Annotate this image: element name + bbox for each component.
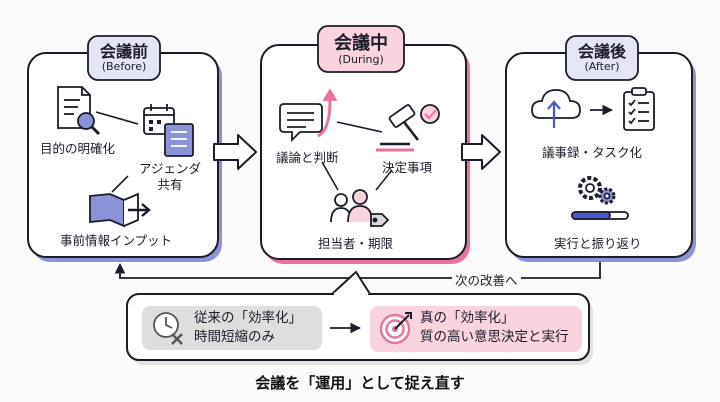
- item-decisions: 決定事項: [382, 160, 433, 175]
- item-pre-input: 事前情報インプット: [60, 233, 173, 248]
- item-discussion-judgment: 議論と判断: [276, 150, 339, 165]
- during-title: 会議中: [334, 33, 388, 54]
- loop-label: 次の改善へ: [452, 270, 521, 289]
- gears-progress-icon: [571, 176, 629, 220]
- before-title: 会議前: [99, 42, 148, 61]
- connector-line: [336, 121, 383, 133]
- clock-x-icon: [153, 312, 183, 345]
- connector-line: [111, 175, 129, 193]
- item-owner-deadline: 担当者・期限: [318, 236, 394, 251]
- bottom-title: 会議を「運用」として捉え直す: [255, 374, 465, 392]
- arrow-before-to-during: [213, 134, 257, 170]
- new-efficiency-line2: 質の高い意思決定と実行: [420, 329, 569, 345]
- connector-line: [375, 169, 393, 191]
- new-efficiency-line1: 真の「効率化」: [420, 310, 515, 326]
- item-minutes-tasks: 議事録・タスク化: [542, 145, 643, 160]
- book-arrow-icon: [89, 192, 151, 228]
- document-search-icon: [57, 86, 101, 136]
- old-efficiency-line2: 時間短縮のみ: [194, 329, 275, 345]
- cloud-upload-icon: [531, 89, 581, 128]
- after-title-tab: [565, 35, 639, 81]
- connector-line: [95, 111, 139, 125]
- before-title-tab: [87, 35, 161, 81]
- chat-bubble-arrow-icon: [279, 88, 338, 143]
- gavel-check-icon: [376, 104, 440, 152]
- arrow-during-to-after: [461, 134, 501, 170]
- after-title: 会議後: [577, 42, 626, 61]
- item-agenda: アジェンダ: [138, 161, 201, 176]
- connector-line: [321, 161, 339, 191]
- after-subtitle: (After): [584, 60, 620, 73]
- target-arrow-icon: [379, 312, 412, 345]
- item-share: 共有: [157, 177, 183, 192]
- item-execute-review: 実行と振り返り: [554, 236, 642, 251]
- progress-fill: [571, 211, 611, 220]
- checklist-clipboard-icon: [623, 87, 655, 131]
- during-title-tab: [317, 25, 405, 73]
- old-efficiency-card: [142, 306, 322, 350]
- feedback-loop-arrow: [114, 262, 601, 279]
- old-efficiency-line1: 従来の「効率化」: [194, 310, 302, 326]
- new-efficiency-card: [370, 306, 582, 352]
- item-purpose-clarification: 目的の明確化: [40, 141, 116, 156]
- before-subtitle: (Before): [101, 60, 147, 73]
- during-subtitle: (During): [338, 53, 384, 66]
- calendar-checklist-icon: [143, 104, 194, 157]
- people-tag-icon: [330, 189, 390, 227]
